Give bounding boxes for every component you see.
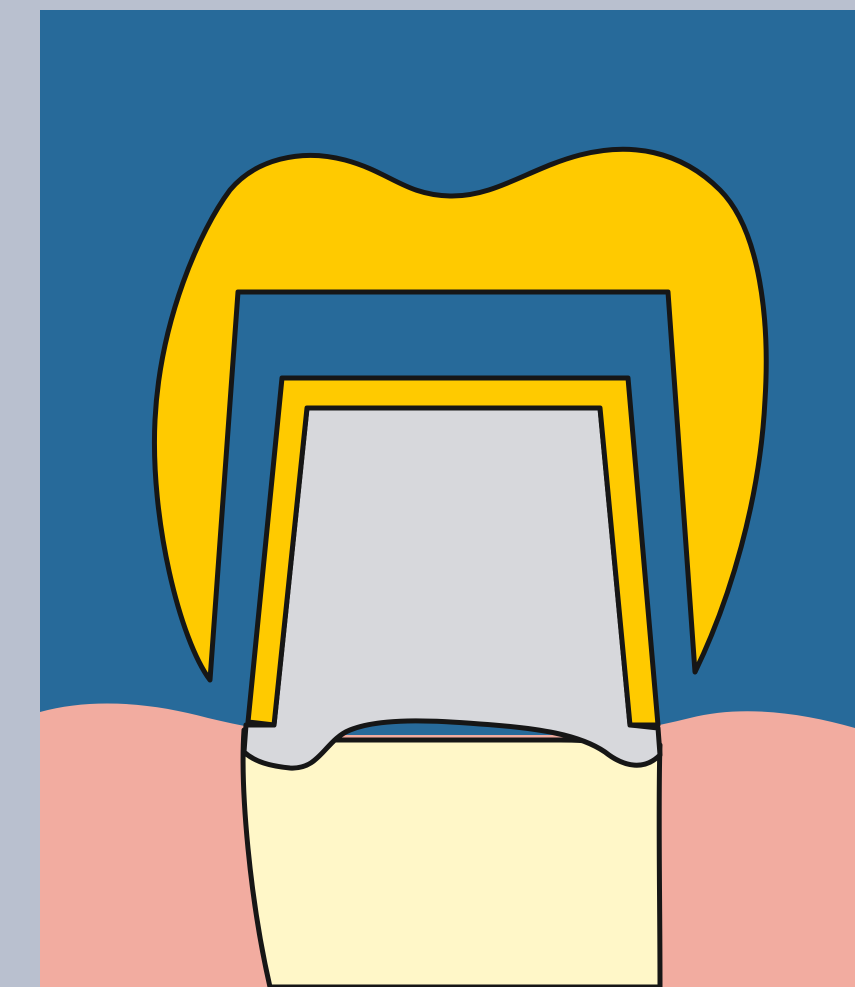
abutment-core-shape	[244, 408, 660, 768]
tooth-root-shape	[243, 730, 660, 987]
